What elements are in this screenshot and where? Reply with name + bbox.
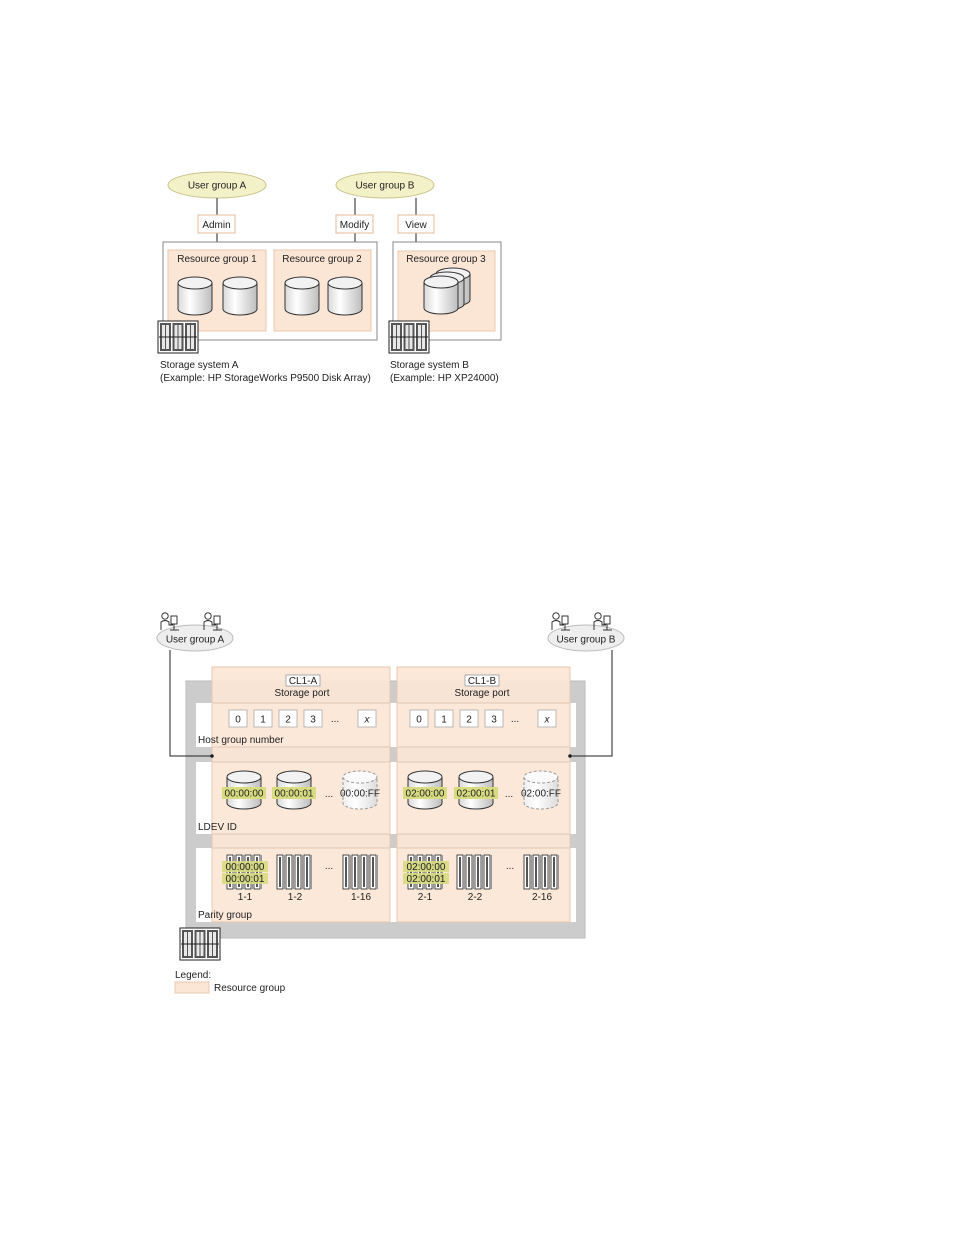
host-groups-a: 0 1 2 3 ... x: [228, 709, 377, 728]
parity-group-label: Parity group: [198, 910, 252, 921]
connector-dot: [568, 754, 572, 758]
parity-group-number: 1-1: [238, 892, 253, 903]
ldev-id: 00:00:FF: [340, 789, 380, 800]
parity-groups-b: ... 02:00:00 02:00:01 2-1 2-2 2-16: [403, 854, 560, 903]
host-group-number: 3: [491, 715, 497, 726]
ldev-id-highlight: [272, 787, 316, 799]
ldev-id: 02:00:00: [406, 789, 445, 800]
parity-ldev-id: 00:00:01: [226, 874, 265, 885]
storage-system-a-rack-icon: [157, 320, 199, 354]
storage-system-a-label: Storage system A: [160, 360, 239, 371]
storage-system-rack-icon: [179, 927, 221, 961]
ldev-id: 02:00:01: [457, 789, 496, 800]
parity-ldev-id: 02:00:01: [407, 874, 446, 885]
host-group-number-label: Host group number: [198, 735, 284, 746]
host-group-number: 2: [466, 715, 472, 726]
user-group-b-ellipse: [335, 171, 435, 199]
ldev-id-highlight: [403, 873, 449, 884]
host-group-number: 3: [310, 715, 316, 726]
user-group-b-cluster: User group B: [547, 612, 625, 758]
ldev-id: 02:00:FF: [521, 789, 561, 800]
host-group-number: x: [364, 715, 371, 726]
parity-ldev-id: 02:00:00: [407, 862, 446, 873]
storage-system-b-example: (Example: HP XP24000): [390, 373, 499, 384]
parity-ldev-id: 00:00:00: [226, 862, 265, 873]
user-group-a-ellipse: [156, 624, 234, 652]
ellipsis: ...: [511, 714, 519, 725]
legend-title: Legend:: [175, 970, 211, 981]
storage-system-b-label: Storage system B: [390, 360, 469, 371]
disk-icon: [177, 276, 213, 316]
host-group-number: 1: [441, 715, 447, 726]
user-group-b-connector: [570, 650, 613, 757]
host-group-number: 0: [416, 715, 422, 726]
role-modify-box: [335, 214, 374, 234]
user-group-a-label: User group A: [166, 635, 225, 646]
disk-icon: [222, 276, 258, 316]
resource-group-2-label: Resource group 2: [282, 254, 362, 265]
role-view-label: View: [405, 220, 427, 231]
user-group-a-cluster: User group A: [156, 612, 234, 758]
ldev-id-highlight: [222, 787, 266, 799]
host-group-number: 0: [235, 715, 241, 726]
ellipsis: ...: [505, 789, 513, 800]
host-group-number: 1: [260, 715, 266, 726]
ldev-disk-icon-dashed: [523, 770, 559, 810]
diagram-resource-groups: User group A User group B Admin Modify V…: [157, 171, 502, 384]
ellipsis: ...: [325, 861, 333, 872]
connector-dot: [210, 754, 214, 758]
host-groups-b: 0 1 2 3 ... x: [409, 709, 557, 728]
storage-system-b-rack-icon: [388, 320, 430, 354]
legend-resource-group-swatch: [174, 981, 210, 994]
port-a-name-box: [285, 674, 321, 687]
ldev-id-highlight: [403, 861, 449, 872]
user-group-a-connector: [169, 650, 212, 757]
parity-groups-a: ... 00:00:00 00:00:01 1-1 1-2 1-16: [222, 854, 379, 903]
ldevs-b: ... 02:00:00 02:00:01 02:00:FF: [403, 770, 561, 810]
resource-group-1-label: Resource group 1: [177, 254, 257, 265]
role-view-box: [397, 214, 435, 234]
host-group-number: 2: [285, 715, 291, 726]
ldev-id-highlight: [403, 787, 447, 799]
port-b-name-box: [464, 674, 500, 687]
port-a-storage-port-label: Storage port: [274, 688, 329, 699]
ellipsis: ...: [331, 714, 339, 725]
ldev-id-highlight: [222, 861, 268, 872]
role-modify-label: Modify: [340, 220, 369, 231]
ldev-id-label: LDEV ID: [198, 822, 237, 833]
user-group-b-ellipse: [547, 624, 625, 652]
ellipsis: ...: [506, 861, 514, 872]
role-admin-label: Admin: [202, 220, 230, 231]
ldevs-a: ... 00:00:00 00:00:01 00:00:FF: [222, 770, 380, 810]
ldev-id-highlight: [454, 787, 498, 799]
user-group-b-label: User group B: [557, 635, 616, 646]
ldev-disk-icon-dashed: [342, 770, 378, 810]
ldev-id: 00:00:00: [225, 789, 264, 800]
port-b-name: CL1-B: [468, 676, 497, 687]
diagram-storage-ports: CL1-A Storage port CL1-B Storage port 0 …: [156, 612, 625, 994]
user-group-b-label: User group B: [356, 181, 415, 192]
row-separators: [212, 702, 570, 849]
role-admin-box: [197, 214, 236, 234]
ellipsis: ...: [325, 789, 333, 800]
parity-group-number: 2-1: [418, 892, 433, 903]
ldev-id: 00:00:01: [275, 789, 314, 800]
disk-icon: [284, 276, 320, 316]
parity-group-number: 1-2: [288, 892, 303, 903]
resource-group-3-label: Resource group 3: [406, 254, 486, 265]
ldev-id-highlight: [222, 873, 268, 884]
port-b-storage-port-label: Storage port: [454, 688, 509, 699]
parity-group-number: 1-16: [351, 892, 371, 903]
parity-group-number: 2-2: [468, 892, 483, 903]
disk-icon: [327, 276, 363, 316]
port-a-name: CL1-A: [289, 676, 318, 687]
storage-system-a-example: (Example: HP StorageWorks P9500 Disk Arr…: [160, 373, 371, 384]
legend-resource-group-label: Resource group: [214, 983, 286, 994]
host-group-number: x: [544, 715, 551, 726]
parity-group-number: 2-16: [532, 892, 552, 903]
user-group-a-label: User group A: [188, 181, 247, 192]
